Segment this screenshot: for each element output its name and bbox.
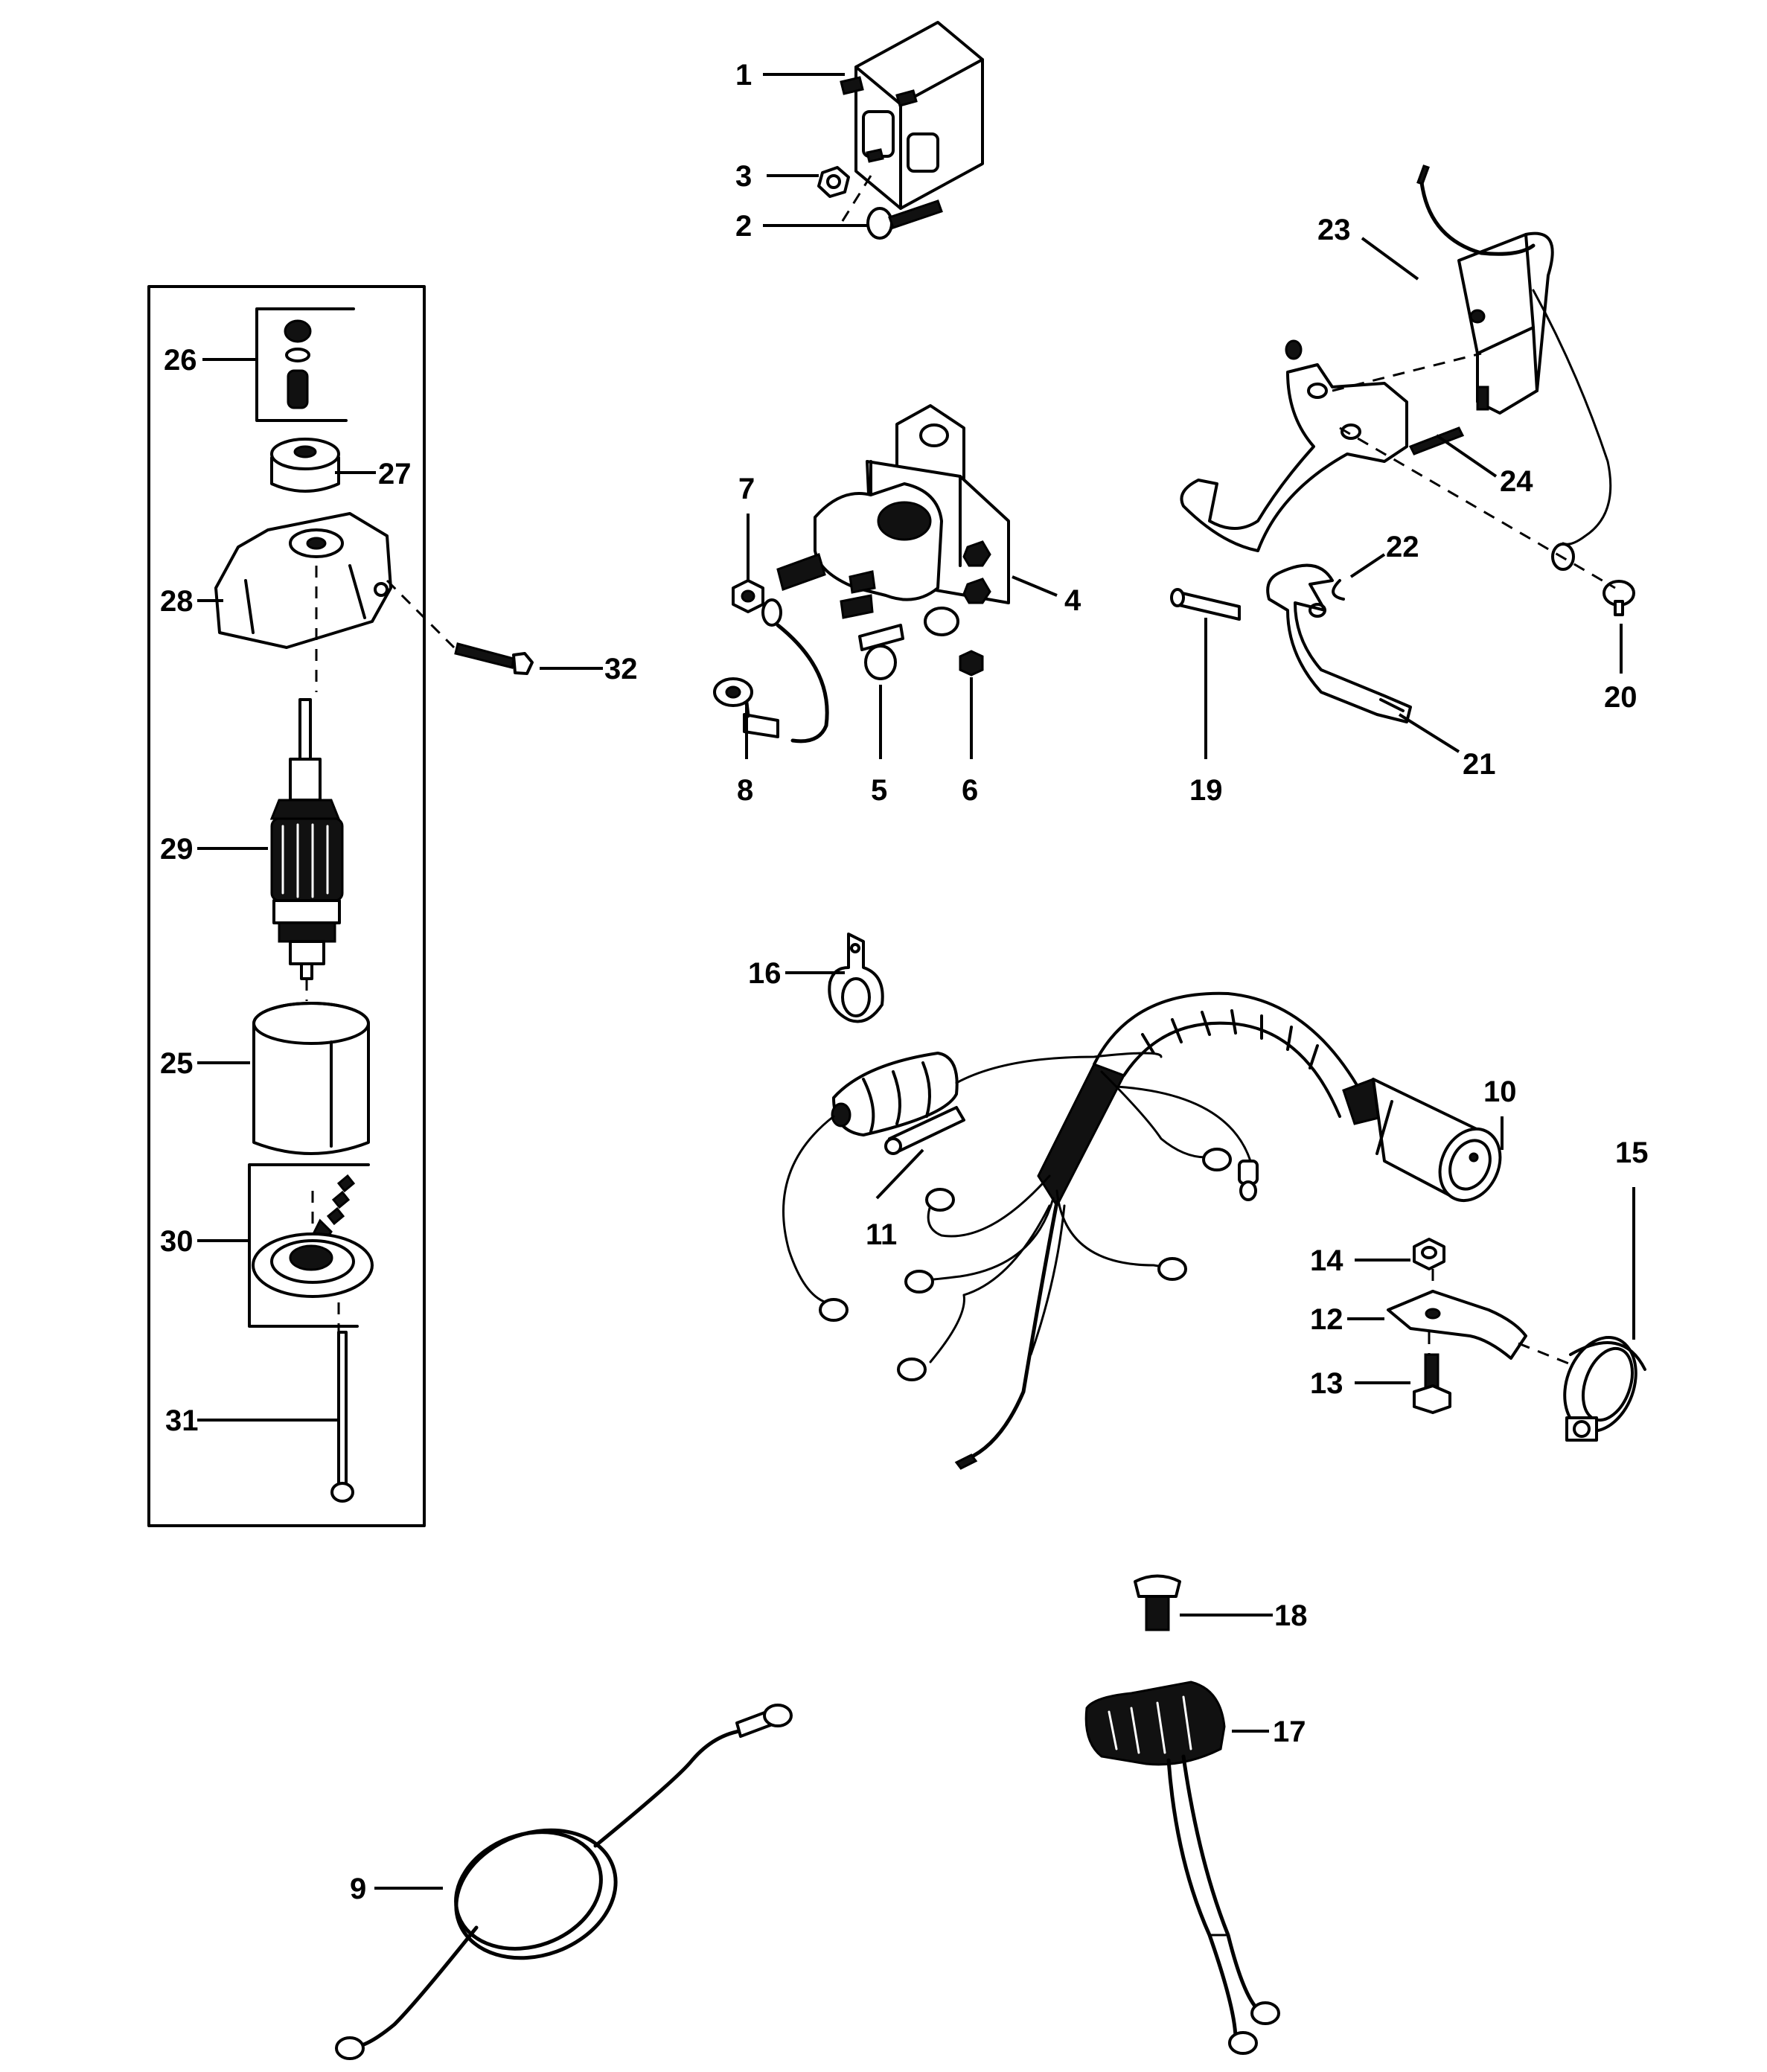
callout-31: 31 xyxy=(165,1404,199,1437)
leader-lines xyxy=(197,73,1635,1890)
callout-30: 30 xyxy=(160,1225,194,1258)
callout-10: 10 xyxy=(1483,1075,1517,1108)
relay-bracket-assembly xyxy=(1170,164,1635,723)
callout-25: 25 xyxy=(160,1047,194,1080)
callout-29: 29 xyxy=(160,833,194,866)
callout-11: 11 xyxy=(866,1218,897,1251)
ground-cable xyxy=(335,1704,793,2060)
callout-21: 21 xyxy=(1463,748,1496,781)
callout-14: 14 xyxy=(1310,1244,1343,1277)
callout-5: 5 xyxy=(871,774,887,807)
callout-18: 18 xyxy=(1274,1599,1308,1632)
callout-16: 16 xyxy=(748,957,782,990)
callout-20: 20 xyxy=(1604,681,1637,714)
callout-23: 23 xyxy=(1317,214,1351,246)
terminal-block xyxy=(1084,1574,1280,2055)
callout-32: 32 xyxy=(604,653,638,685)
callout-6: 6 xyxy=(962,774,978,807)
callout-9: 9 xyxy=(350,1873,366,1905)
callout-7: 7 xyxy=(738,473,755,505)
callout-26: 26 xyxy=(164,344,197,377)
callout-2: 2 xyxy=(735,210,752,243)
callout-24: 24 xyxy=(1500,465,1533,498)
callout-15: 15 xyxy=(1615,1136,1649,1169)
starter-solenoid xyxy=(713,404,1010,744)
callout-13: 13 xyxy=(1310,1367,1343,1400)
callout-12: 12 xyxy=(1310,1303,1343,1336)
callout-8: 8 xyxy=(737,774,753,807)
callout-22: 22 xyxy=(1386,531,1419,563)
callout-4: 4 xyxy=(1064,584,1081,617)
callout-19: 19 xyxy=(1189,774,1223,807)
callout-labels: 1 2 3 4 5 6 7 8 9 10 11 12 13 14 15 16 1… xyxy=(160,59,1649,1905)
callout-17: 17 xyxy=(1273,1716,1306,1748)
starter-motor-parts xyxy=(214,307,534,1503)
callout-28: 28 xyxy=(160,585,194,618)
starter-motor-kit-box xyxy=(147,285,426,1527)
callout-27: 27 xyxy=(378,458,412,490)
wiring-harness xyxy=(782,933,1646,1470)
callout-3: 3 xyxy=(735,160,752,193)
callout-1: 1 xyxy=(735,59,752,92)
regulator-assembly xyxy=(817,21,984,240)
